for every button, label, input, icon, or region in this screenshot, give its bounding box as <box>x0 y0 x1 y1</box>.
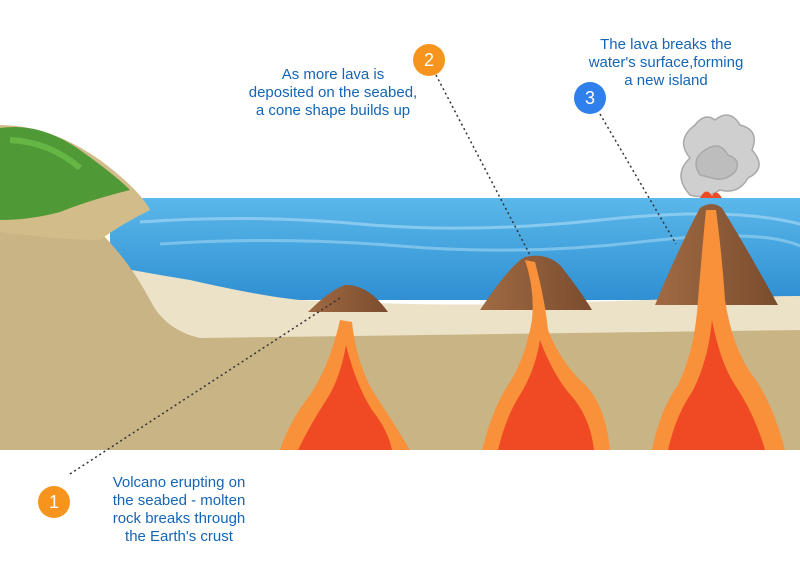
lava-core-2 <box>498 340 594 450</box>
caption-line: As more lava is <box>281 66 385 83</box>
grass-hill <box>0 126 130 220</box>
lava-chamber-3 <box>652 210 785 450</box>
step-1-badge: 1 <box>38 486 70 518</box>
step-2-caption: As more lava is deposited on the seabed,… <box>228 66 438 120</box>
step-2-badge: 2 <box>413 44 445 76</box>
caption-line: The lava breaks the <box>600 36 732 53</box>
earth-crust <box>0 200 800 450</box>
lava-core-3 <box>668 320 765 450</box>
eruption-spark <box>700 191 722 198</box>
caption-line: a new island <box>624 72 708 89</box>
caption-line: deposited on the seabed, <box>248 84 418 101</box>
leader-line-2 <box>435 74 531 256</box>
caption-line: the seabed - molten <box>112 492 246 509</box>
step-1-caption: Volcano erupting on the seabed - molten … <box>86 474 272 546</box>
sandy-seabed <box>90 262 800 340</box>
leader-line-3 <box>599 113 677 245</box>
caption-line: the Earth's crust <box>125 528 233 545</box>
caption-line: rock breaks through <box>112 510 246 527</box>
caption-line: water's surface,forming <box>588 54 744 71</box>
grass-highlight <box>9 137 82 171</box>
volcano-cone-1 <box>308 284 388 312</box>
lava-core-1 <box>298 345 392 450</box>
caption-line: Volcano erupting on <box>112 474 246 491</box>
step-3-caption: The lava breaks the water's surface,form… <box>568 36 764 90</box>
smoke-plume <box>680 114 760 198</box>
step-3-badge: 3 <box>574 82 606 114</box>
leader-line-1 <box>69 297 341 475</box>
caption-line: a cone shape builds up <box>255 102 411 119</box>
